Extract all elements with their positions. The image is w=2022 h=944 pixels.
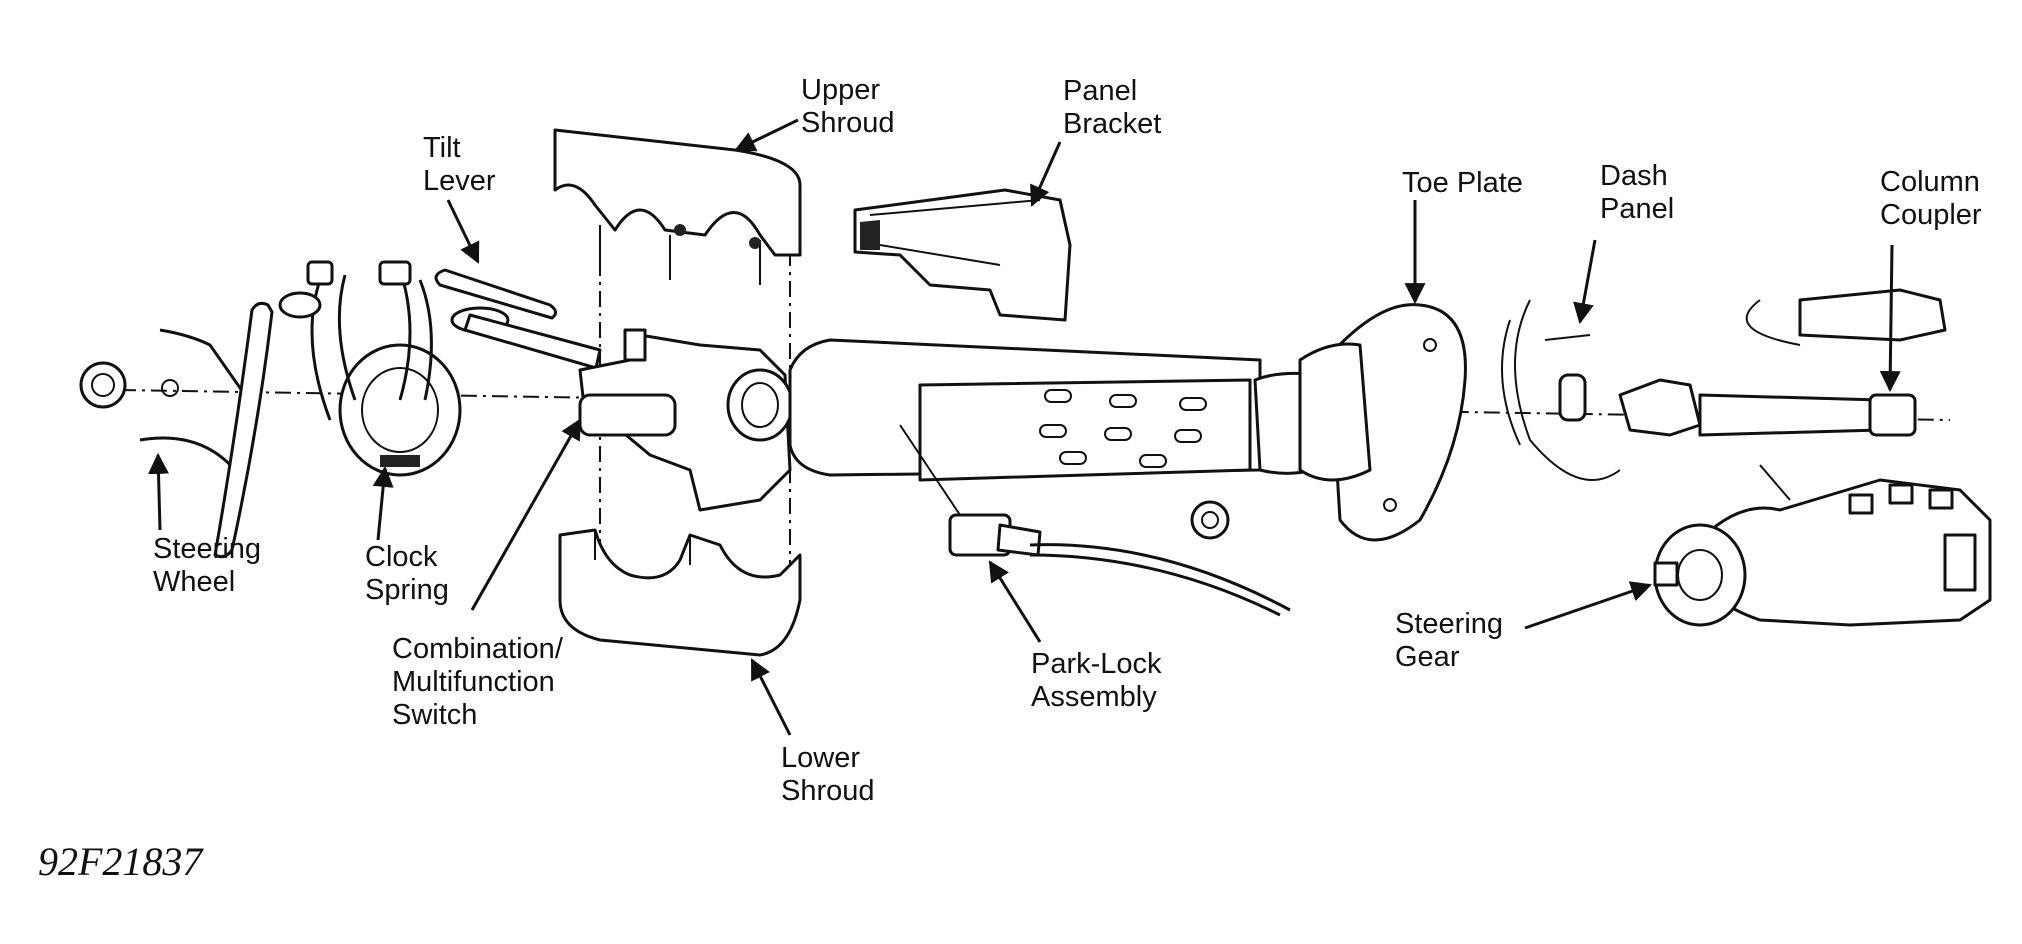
leader-lines	[148, 118, 1901, 736]
panel-bracket	[853, 188, 1072, 322]
label-steering-wheel: Steering Wheel	[153, 533, 262, 598]
leader-steering-gear	[1524, 581, 1652, 630]
label-park-lock-assembly: Park-Lock Assembly	[1031, 648, 1162, 713]
leader-combination-switch	[470, 418, 582, 611]
leader-upper-shroud	[734, 118, 799, 152]
label-toe-plate: Toe Plate	[1402, 167, 1523, 199]
dash-panel	[1501, 299, 1621, 481]
label-steering-gear: Steering Gear	[1395, 608, 1504, 673]
leader-lower-shroud	[750, 658, 792, 736]
park-lock-assembly	[899, 424, 1291, 617]
column-coupler	[1618, 288, 1947, 437]
clock-spring	[278, 260, 462, 477]
leader-tilt-lever	[446, 199, 480, 264]
label-panel-bracket: Panel Bracket	[1063, 75, 1162, 140]
toe-plate	[1298, 303, 1467, 542]
label-column-coupler: Column Coupler	[1880, 166, 1982, 231]
leader-clock-spring	[372, 465, 394, 541]
toe-plate-nut	[1190, 500, 1230, 540]
figure-code: 92F21837	[38, 839, 203, 884]
lower-shroud	[558, 528, 802, 657]
steering-gear	[1653, 464, 1992, 627]
label-tilt-lever: Tilt Lever	[423, 132, 496, 197]
steering-wheel-nut	[79, 361, 179, 409]
label-dash-panel: Dash Panel	[1600, 160, 1675, 225]
tilt-lever	[434, 268, 602, 370]
steering-wheel	[139, 301, 274, 559]
leader-panel-bracket	[1030, 141, 1062, 207]
label-combination-switch: Combination/ Multifunction Switch	[392, 633, 563, 731]
label-clock-spring: Clock Spring	[365, 541, 449, 606]
leader-dash-panel	[1573, 239, 1597, 325]
label-lower-shroud: Lower Shroud	[781, 742, 875, 807]
column-tube	[788, 338, 1342, 482]
combination-switch	[578, 328, 794, 512]
leader-park-lock	[988, 560, 1042, 643]
label-upper-shroud: Upper Shroud	[801, 74, 895, 139]
leader-steering-wheel	[148, 452, 170, 531]
upper-shroud	[553, 128, 802, 285]
leader-column-coupler	[1879, 244, 1901, 393]
